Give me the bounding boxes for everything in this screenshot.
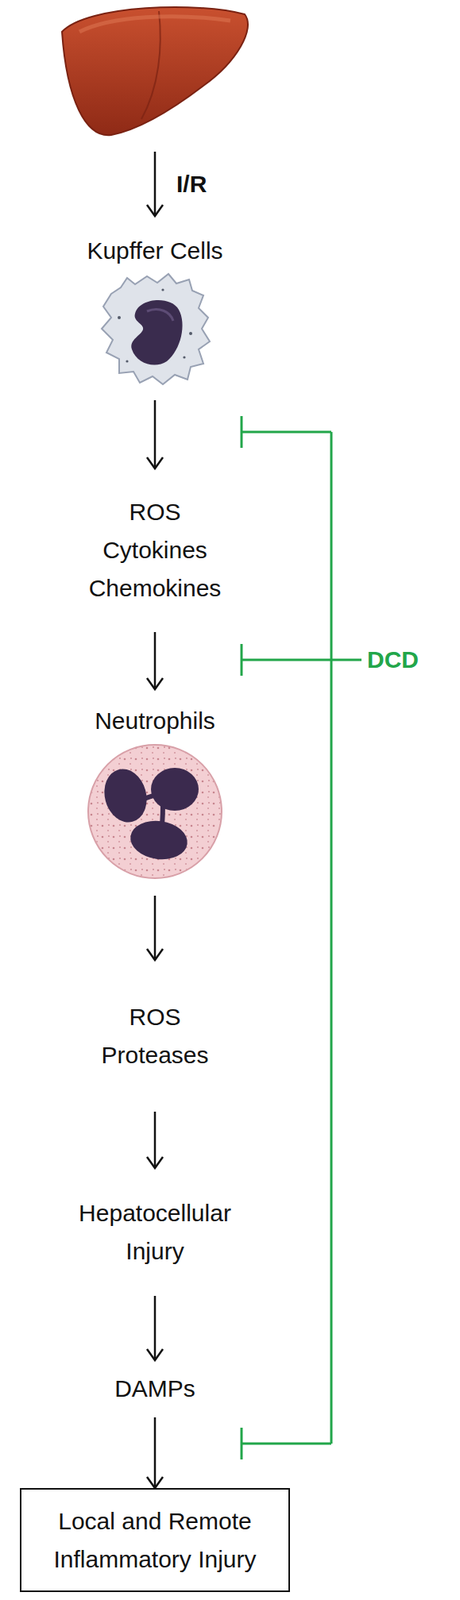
inhibition-bracket — [241, 416, 362, 1461]
outcome-box: Local and Remote Inflammatory Injury — [19, 1488, 290, 1593]
mediator-label: DAMPs — [19, 1360, 290, 1419]
mediator-list: ROS Proteases — [19, 960, 290, 1113]
node-text: DAMPs — [27, 1370, 283, 1409]
kupffer-cell-illustration — [101, 274, 210, 385]
connector-layer — [154, 400, 156, 1489]
flow-arrow — [154, 1418, 157, 1489]
node-text: Hepatocellular Injury — [59, 1194, 251, 1272]
injury-label: Hepatocellular Injury — [19, 1168, 290, 1297]
flow-arrow — [154, 896, 157, 961]
neutrophil-illustration — [88, 745, 222, 879]
flow-arrow — [154, 632, 157, 690]
flow-arrow — [154, 1296, 157, 1361]
node-text: Local and Remote Inflammatory Injury — [27, 1503, 283, 1580]
ischemia-label: I/R — [176, 170, 207, 199]
ischemia-arrow — [154, 151, 157, 217]
node-text: ROS Cytokines Chemokines — [83, 493, 227, 608]
mediator-list: ROS Cytokines Chemokines — [19, 468, 290, 633]
liver-illustration — [61, 7, 248, 136]
cell-label: Neutrophils — [19, 689, 290, 897]
flow-arrow — [154, 400, 157, 469]
node-text: Kupffer Cells — [27, 231, 283, 271]
node-text: ROS Proteases — [83, 998, 227, 1075]
inhibitor-label: DCD — [367, 645, 419, 675]
node-text: Neutrophils — [27, 702, 283, 741]
cell-label: Kupffer Cells — [19, 231, 290, 401]
flow-arrow — [154, 1112, 157, 1169]
